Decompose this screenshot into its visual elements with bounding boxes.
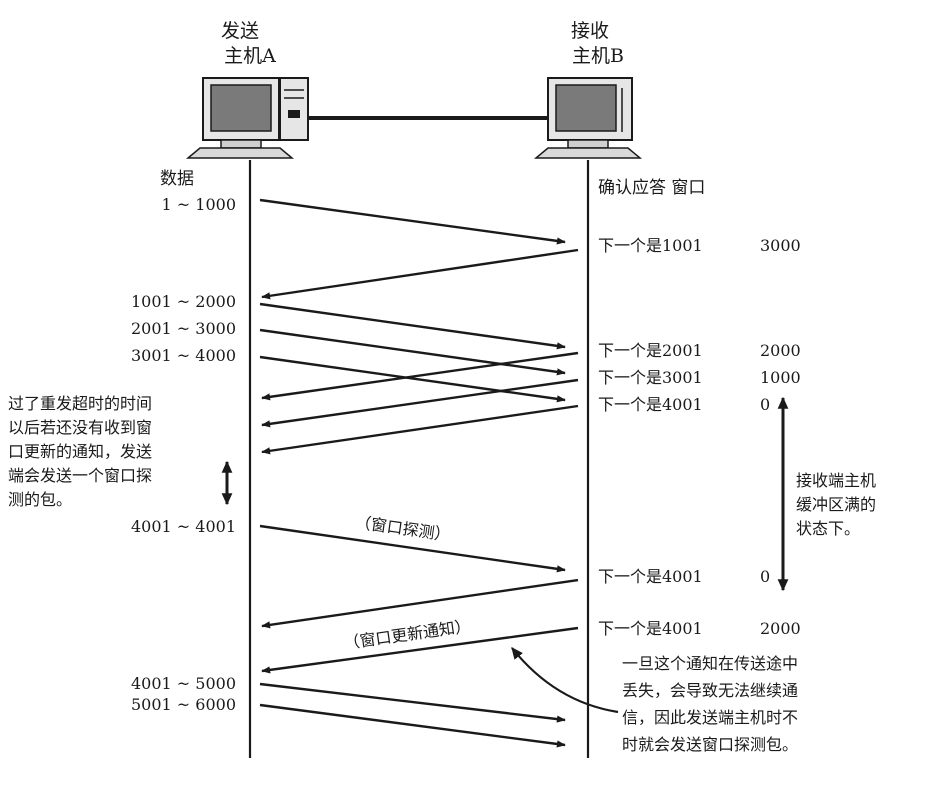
arrow-ack-3001 (261, 378, 579, 428)
window-label-3: 1000 (760, 368, 801, 387)
timeout-note-line-2: 以后若还没有收到窗 (8, 418, 152, 437)
loss-note-line-1: 一旦这个通知在传送途中 (622, 654, 798, 673)
ack-label-5: 下一个是4001 (598, 567, 703, 586)
ack-window-column-header: 确认应答 窗口 (598, 178, 705, 198)
arrow-ack-1001 (261, 248, 579, 300)
ack-label-1: 下一个是1001 (598, 236, 703, 255)
timeout-note-line-3: 口更新的通知，发送 (8, 442, 152, 461)
arrow-data-5001-6000 (259, 703, 566, 748)
loss-note-line-3: 信，因此发送端主机时不 (622, 708, 798, 727)
timeout-note-line-1: 过了重发超时的时间 (8, 394, 152, 413)
ack-label-2: 下一个是2001 (598, 341, 703, 360)
buffer-full-note-line-1: 接收端主机 (796, 471, 876, 490)
segment-label-5: 4001 ~ 4001 (131, 517, 236, 536)
segment-label-7: 5001 ~ 6000 (131, 695, 236, 714)
ack-label-6: 下一个是4001 (598, 619, 703, 638)
buffer-full-note-line-3: 状态下。 (796, 519, 860, 538)
sender-computer-icon (185, 77, 309, 159)
receiver-host-label-1: 接收 (571, 20, 609, 42)
sender-host-label-1: 发送 (221, 20, 259, 42)
message-arrows (259, 198, 579, 748)
arrow-data-1-1000 (259, 198, 566, 245)
receiver-host-label-2: 主机B (572, 45, 624, 67)
window-probe-label: （窗口探测） (354, 512, 452, 544)
segment-label-6: 4001 ~ 5000 (131, 674, 236, 693)
ack-label-3: 下一个是3001 (598, 368, 703, 387)
arrow-data-4001-5000 (259, 682, 566, 723)
window-update-label: （窗口更新通知） (343, 616, 472, 653)
arrow-window-update (261, 626, 579, 674)
receiver-computer-icon (533, 77, 643, 159)
segment-label-3: 2001 ~ 3000 (131, 319, 236, 338)
buffer-full-note-line-2: 缓冲区满的 (796, 495, 876, 514)
window-label-4: 0 (760, 395, 770, 414)
window-label-2: 2000 (760, 341, 801, 360)
data-column-header: 数据 (160, 169, 194, 189)
segment-label-4: 3001 ~ 4000 (131, 346, 236, 365)
arrow-ack-2001 (261, 351, 579, 401)
arrow-window-probe (259, 524, 566, 573)
arrow-data-2001-3000 (259, 328, 566, 376)
arrow-data-1001-2000 (259, 302, 566, 350)
arrow-ack-4001-window-0 (261, 404, 579, 455)
loss-note-pointer (511, 647, 619, 714)
arrow-data-3001-4000 (259, 355, 566, 403)
segment-label-2: 1001 ~ 2000 (131, 292, 236, 311)
window-label-5: 0 (760, 567, 770, 586)
arrow-ack-4001-window-0-reply (261, 578, 579, 629)
window-label-6: 2000 (760, 619, 801, 638)
sender-host-label-2: 主机A (224, 45, 276, 67)
window-label-1: 3000 (760, 236, 801, 255)
loss-note-line-4: 时就会发送窗口探测包。 (622, 735, 798, 754)
segment-label-1: 1 ~ 1000 (162, 195, 236, 214)
timeout-note-line-5: 测的包。 (8, 490, 72, 509)
timeout-note-line-4: 端会发送一个窗口探 (8, 466, 152, 485)
ack-label-4: 下一个是4001 (598, 395, 703, 414)
loss-note-line-2: 丢失，会导致无法继续通 (622, 681, 798, 700)
